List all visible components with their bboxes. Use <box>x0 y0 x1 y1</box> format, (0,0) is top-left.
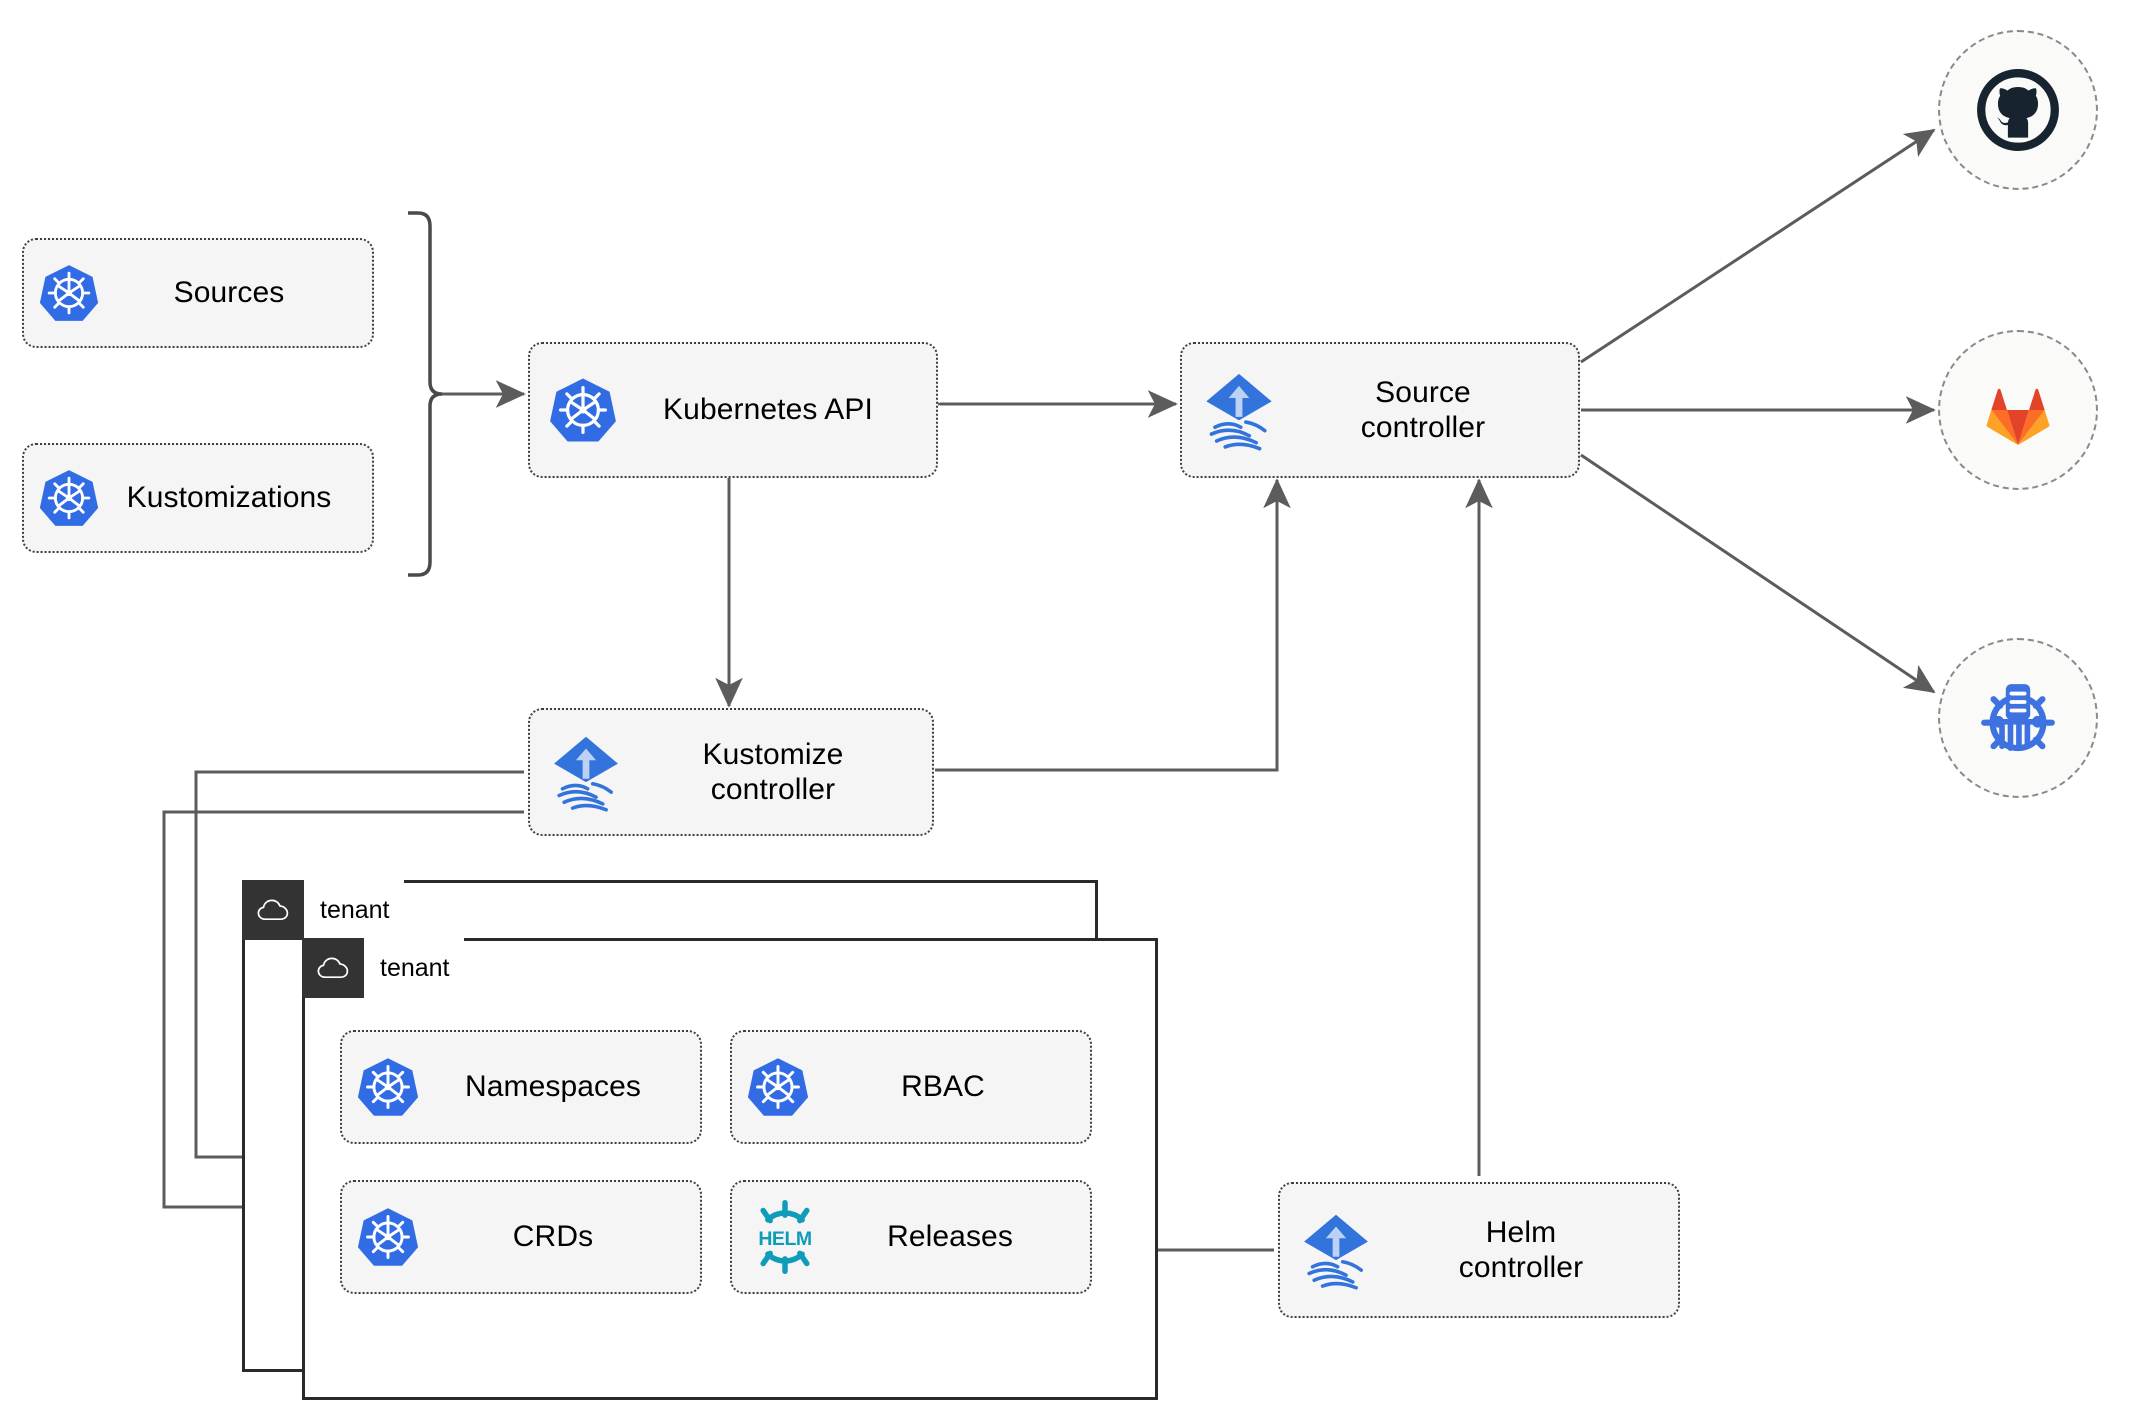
edge-kustomize-to-source <box>935 478 1291 772</box>
flux-icon <box>544 730 628 814</box>
edge-source-to-github <box>1580 128 1936 364</box>
node-label: CRDs <box>512 1220 594 1254</box>
node-sources[interactable]: Sources <box>22 238 374 348</box>
flux-icon <box>1196 367 1282 453</box>
github-icon <box>1977 69 2059 151</box>
tenant-label: tenant <box>320 895 390 924</box>
helm-repository-icon <box>1981 684 2055 752</box>
provider-gitlab[interactable] <box>1938 330 2098 490</box>
node-rbac[interactable]: RBAC <box>730 1030 1092 1144</box>
tenant-tab-outer: tenant <box>242 880 404 940</box>
node-label: Kustomizations <box>126 481 332 515</box>
node-label: Releases <box>887 1220 1013 1254</box>
provider-github[interactable] <box>1938 30 2098 190</box>
node-namespaces[interactable]: Namespaces <box>340 1030 702 1144</box>
svg-text:HELM: HELM <box>758 1228 811 1250</box>
gitlab-icon <box>1986 388 2050 445</box>
kubernetes-icon <box>38 467 100 529</box>
node-releases[interactable]: HELM Releases <box>730 1180 1092 1294</box>
node-kubernetes-api[interactable]: Kubernetes API <box>528 342 938 478</box>
flux-icon <box>1294 1208 1378 1292</box>
kubernetes-icon <box>356 1055 420 1119</box>
edge-source-to-helm-repository <box>1580 453 1936 694</box>
node-label: Kustomize controller <box>702 737 844 806</box>
kubernetes-icon <box>548 375 618 445</box>
node-kustomizations[interactable]: Kustomizations <box>22 443 374 553</box>
node-label: Namespaces <box>464 1070 642 1104</box>
tenant-container-inner: tenant <box>302 938 1158 1400</box>
tenant-label: tenant <box>380 953 450 982</box>
cloud-icon <box>242 880 304 940</box>
group-brace <box>408 211 443 577</box>
node-label: RBAC <box>901 1070 985 1104</box>
node-label: Sources <box>173 276 285 310</box>
node-helm-controller[interactable]: Helm controller <box>1278 1182 1680 1318</box>
node-label: Kubernetes API <box>663 393 873 427</box>
node-source-controller[interactable]: Source controller <box>1180 342 1580 478</box>
provider-helm-repository[interactable] <box>1938 638 2098 798</box>
kubernetes-icon <box>746 1055 810 1119</box>
node-label: Source controller <box>1360 375 1486 444</box>
node-kustomize-controller[interactable]: Kustomize controller <box>528 708 934 836</box>
kubernetes-icon <box>38 262 100 324</box>
cloud-icon <box>302 938 364 998</box>
node-label: Helm controller <box>1458 1215 1584 1284</box>
helm-icon: HELM <box>746 1198 824 1276</box>
tenant-tab-inner: tenant <box>302 938 464 998</box>
kubernetes-icon <box>356 1205 420 1269</box>
node-crds[interactable]: CRDs <box>340 1180 702 1294</box>
